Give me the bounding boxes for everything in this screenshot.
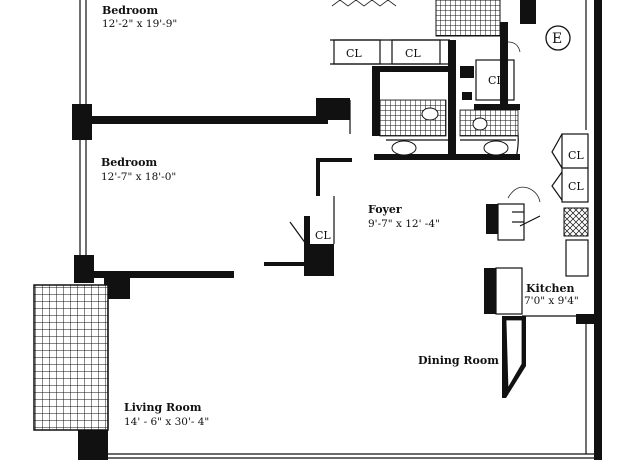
closet-label-right-upper: CL [568, 149, 584, 162]
marker-label: E [552, 31, 562, 47]
wall-stub-foyer [264, 262, 308, 266]
room-label-bedroom-top: Bedroom [102, 4, 158, 17]
bathroom-walls [372, 0, 536, 160]
kitchen-window-box [563, 207, 589, 237]
toilet-left [421, 107, 439, 121]
closet-label-top-left: CL [346, 47, 362, 60]
kitchen-fridge [484, 268, 496, 314]
room-label-dining: Dining Room [418, 354, 499, 367]
toilet-right [472, 117, 488, 131]
room-dims-bedroom-top: 12'-2" x 19'-9" [102, 18, 177, 30]
sink-left [391, 140, 417, 156]
right-closets [551, 133, 589, 203]
kitchen-fridge-door [495, 267, 523, 315]
closet-label-foyer: CL [315, 229, 331, 242]
room-label-bedroom-mid: Bedroom [101, 156, 157, 169]
wall-between-bedrooms [90, 116, 328, 124]
balcony [33, 284, 109, 431]
bath-closet-right [475, 59, 515, 101]
closet-label-top-right: CL [488, 74, 504, 87]
right-exterior-wall [594, 0, 602, 460]
kitchen-stove [486, 204, 498, 234]
room-label-kitchen: Kitchen [526, 282, 575, 295]
wall-pillar-bottom-left [78, 428, 108, 460]
sink-right [483, 140, 509, 156]
window-zigzag [331, 0, 397, 7]
closet-label-right-lower: CL [568, 180, 584, 193]
wall-pillar-upper-left [72, 104, 92, 140]
room-dims-kitchen: 7'0" x 9'4" [524, 295, 579, 307]
wall-pillar-mid-left [74, 255, 94, 283]
wall-bedroom-living [92, 271, 234, 278]
top-closets [330, 39, 450, 65]
bath-hatch-top [435, 0, 501, 37]
room-dims-living: 14' - 6" x 30'- 4" [124, 416, 209, 428]
room-dims-foyer: 9'-7" x 12' -4" [368, 218, 440, 230]
closet-label-top-mid: CL [405, 47, 421, 60]
marker-circle [545, 25, 571, 51]
room-label-living: Living Room [124, 401, 202, 414]
foyer-walls [289, 158, 352, 276]
room-label-foyer: Foyer [368, 203, 402, 216]
bath-floor-right [459, 109, 519, 137]
wall-pillar-living-notch [104, 277, 130, 299]
room-dims-bedroom-mid: 12'-7" x 18'-0" [101, 171, 176, 183]
kitchen-wall-lower [576, 314, 602, 324]
left-exterior-wall [79, 0, 87, 256]
wall-pillar-bedroom-end [316, 98, 350, 120]
kitchen-counter-right [565, 239, 589, 277]
